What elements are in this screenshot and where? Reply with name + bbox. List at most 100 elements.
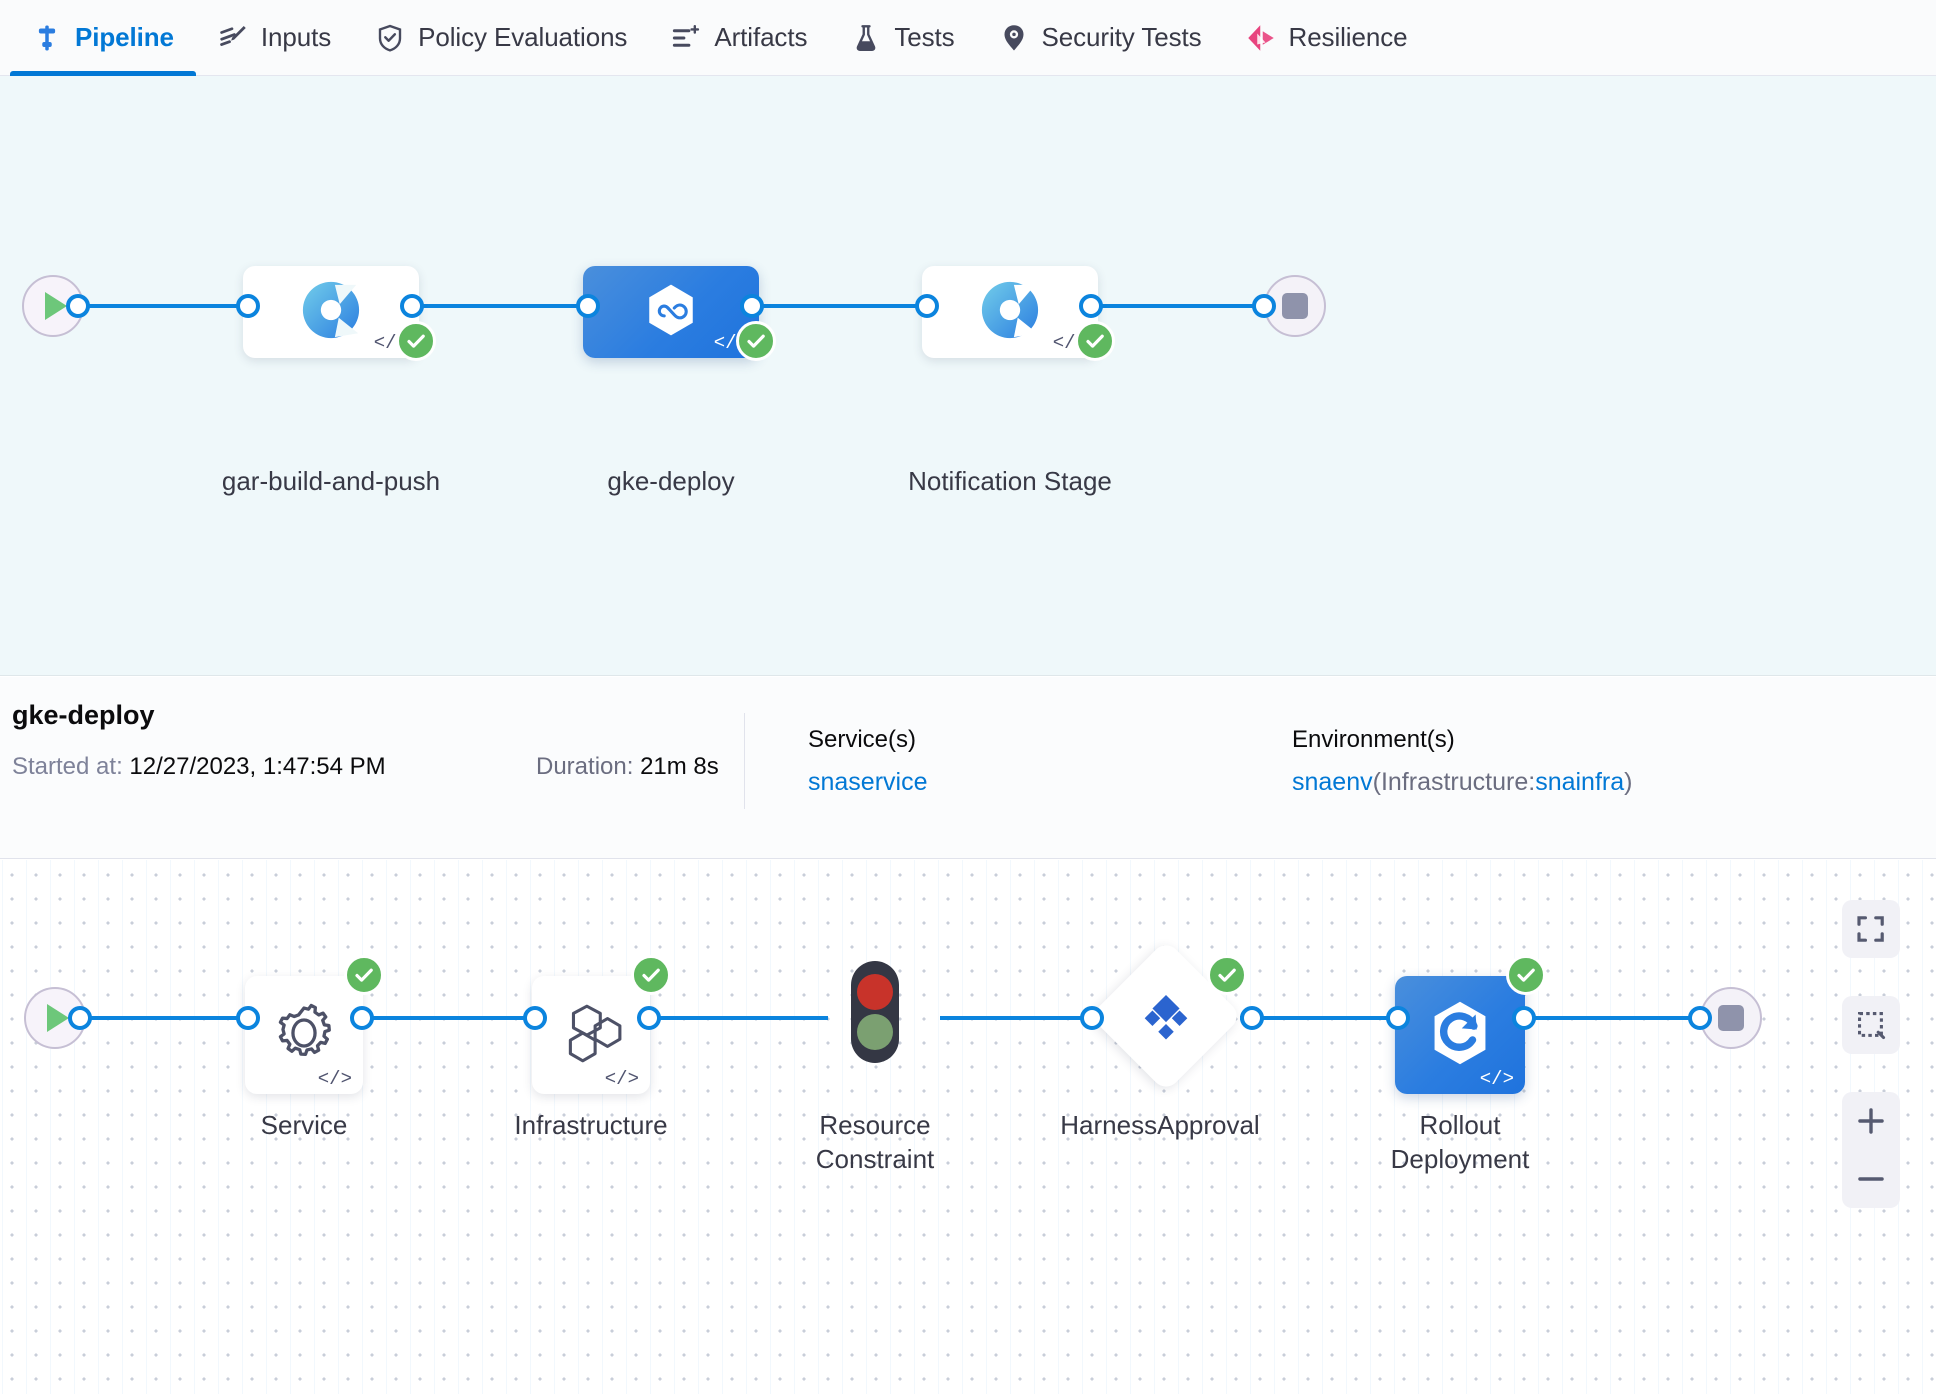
resilience-icon: [1246, 23, 1276, 53]
pipeline-icon: [32, 23, 62, 53]
step-node-resource-constraint[interactable]: [845, 956, 905, 1072]
tab-inputs[interactable]: Inputs: [196, 0, 353, 76]
edge-stage3-to-end: [1088, 304, 1276, 308]
status-badge-success: [1506, 955, 1546, 995]
stage-label-1: gar-build-and-push: [221, 466, 441, 496]
details-divider: [744, 713, 745, 809]
zoom-in-button[interactable]: [1842, 1092, 1900, 1150]
step-label-harness-approval: HarnessApproval: [1060, 1110, 1260, 1140]
tab-label: Artifacts: [714, 22, 808, 52]
edge-approval-to-rollout: [1240, 1016, 1400, 1020]
environments-column: Environment(s) snaenv(Infrastructure:sna…: [1292, 726, 1632, 797]
stage-rect-1[interactable]: </>: [243, 266, 419, 358]
started-at-value: 12/27/2023, 1:47:54 PM: [129, 753, 386, 780]
pipeline-start-node[interactable]: [22, 275, 84, 337]
end-in-port[interactable]: [1252, 294, 1276, 318]
tab-pipeline[interactable]: Pipeline: [10, 0, 196, 76]
fit-to-screen-button[interactable]: [1842, 900, 1900, 958]
zoom-stepper: [1842, 1092, 1900, 1208]
artifacts-list-icon: [671, 23, 701, 53]
stage3-in-port[interactable]: [915, 294, 939, 318]
stage-end-in-port[interactable]: [1688, 1006, 1712, 1030]
infrastructure-in-port[interactable]: [523, 1006, 547, 1030]
security-shield-icon: [999, 23, 1029, 53]
status-badge-success: [396, 321, 436, 361]
stage-start-out-port[interactable]: [68, 1006, 92, 1030]
environments-heading: Environment(s): [1292, 726, 1455, 753]
status-badge-success: [1075, 321, 1115, 361]
status-badge-success: [344, 955, 384, 995]
harness-ci-icon: [979, 279, 1041, 346]
start-out-port[interactable]: [66, 294, 90, 318]
edge-resource-to-approval: [940, 1016, 1092, 1020]
infrastructure-link[interactable]: snainfra: [1535, 768, 1625, 796]
edge-start-to-stage1: [48, 304, 248, 308]
environment-link[interactable]: snaenv: [1292, 768, 1373, 796]
stage-details-panel: [0, 677, 1936, 859]
service-in-port[interactable]: [236, 1006, 260, 1030]
environment-value: snaenv(Infrastructure:snainfra): [1292, 768, 1632, 797]
harness-cd-icon: [642, 281, 700, 344]
status-badge-success: [1207, 955, 1247, 995]
pipeline-graph-canvas[interactable]: </> gar-build-and-push </> gke-deploy: [0, 76, 1936, 676]
tab-label: Tests: [894, 22, 955, 52]
stop-icon: [1718, 1005, 1744, 1031]
tab-tests[interactable]: Tests: [829, 0, 976, 76]
step-label-resource-constraint: Resource Constraint: [815, 1110, 935, 1175]
stage-rect-2[interactable]: </>: [583, 266, 759, 358]
minus-icon: [1854, 1162, 1888, 1196]
step-label-service: Service: [260, 1110, 348, 1140]
stage1-in-port[interactable]: [236, 294, 260, 318]
stage-graph-canvas[interactable]: </> Service </> Infrastructure: [0, 860, 1936, 1394]
play-icon: [45, 292, 67, 320]
infrastructure-out-port[interactable]: [637, 1006, 661, 1030]
stage1-out-port[interactable]: [400, 294, 424, 318]
service-out-port[interactable]: [350, 1006, 374, 1030]
tab-resilience[interactable]: Resilience: [1224, 0, 1430, 76]
duration-value: 21m 8s: [640, 753, 719, 780]
service-link[interactable]: snaservice: [808, 768, 928, 796]
started-at-label: Started at:: [12, 753, 123, 780]
tab-policy-evaluations[interactable]: Policy Evaluations: [353, 0, 649, 76]
plus-icon: [1854, 1104, 1888, 1138]
approval-in-port[interactable]: [1080, 1006, 1104, 1030]
rollout-out-port[interactable]: [1512, 1006, 1536, 1030]
tab-label: Pipeline: [75, 22, 174, 52]
infrastructure-prefix: (Infrastructure:: [1372, 768, 1536, 796]
pipeline-end-node[interactable]: [1264, 275, 1326, 337]
dashed-square-icon: [1855, 1009, 1887, 1041]
play-icon: [47, 1004, 69, 1032]
step-node-rollout-deployment[interactable]: </>: [1395, 976, 1525, 1094]
step-label-rollout-deployment: Rollout Deployment: [1390, 1110, 1530, 1175]
tab-artifacts[interactable]: Artifacts: [649, 0, 829, 76]
stage2-in-port[interactable]: [576, 294, 600, 318]
gear-icon: [270, 999, 338, 1072]
started-at-row: Started at: 12/27/2023, 1:47:54 PM: [12, 753, 386, 781]
step-node-infrastructure[interactable]: </>: [532, 976, 650, 1094]
code-tag-icon: </>: [604, 1068, 639, 1090]
edge-service-to-infrastructure: [362, 1016, 544, 1020]
stage-label-2: gke-deploy: [607, 466, 735, 496]
tab-security-tests[interactable]: Security Tests: [977, 0, 1224, 76]
stage-rect-3[interactable]: </>: [922, 266, 1098, 358]
approval-out-port[interactable]: [1240, 1006, 1264, 1030]
services-column: Service(s) snaservice: [808, 726, 928, 797]
execution-tab-bar: Pipeline Inputs Policy Evaluations: [0, 0, 1936, 76]
rollout-in-port[interactable]: [1386, 1006, 1410, 1030]
tab-label: Resilience: [1288, 22, 1408, 52]
edge-start-to-service: [50, 1016, 248, 1020]
stage3-out-port[interactable]: [1079, 294, 1103, 318]
selection-box-button[interactable]: [1842, 996, 1900, 1054]
step-node-service[interactable]: </>: [245, 976, 363, 1094]
code-tag-icon: </>: [317, 1068, 352, 1090]
stage2-out-port[interactable]: [740, 294, 764, 318]
infrastructure-suffix: ): [1624, 768, 1633, 796]
status-badge-success: [736, 321, 776, 361]
zoom-out-button[interactable]: [1842, 1150, 1900, 1208]
step-label-infrastructure: Infrastructure: [514, 1110, 668, 1140]
edge-rollout-to-end: [1520, 1016, 1696, 1020]
policy-shield-icon: [375, 23, 405, 53]
services-heading: Service(s): [808, 726, 917, 753]
tab-label: Inputs: [260, 22, 332, 52]
duration-label: Duration:: [536, 753, 634, 780]
